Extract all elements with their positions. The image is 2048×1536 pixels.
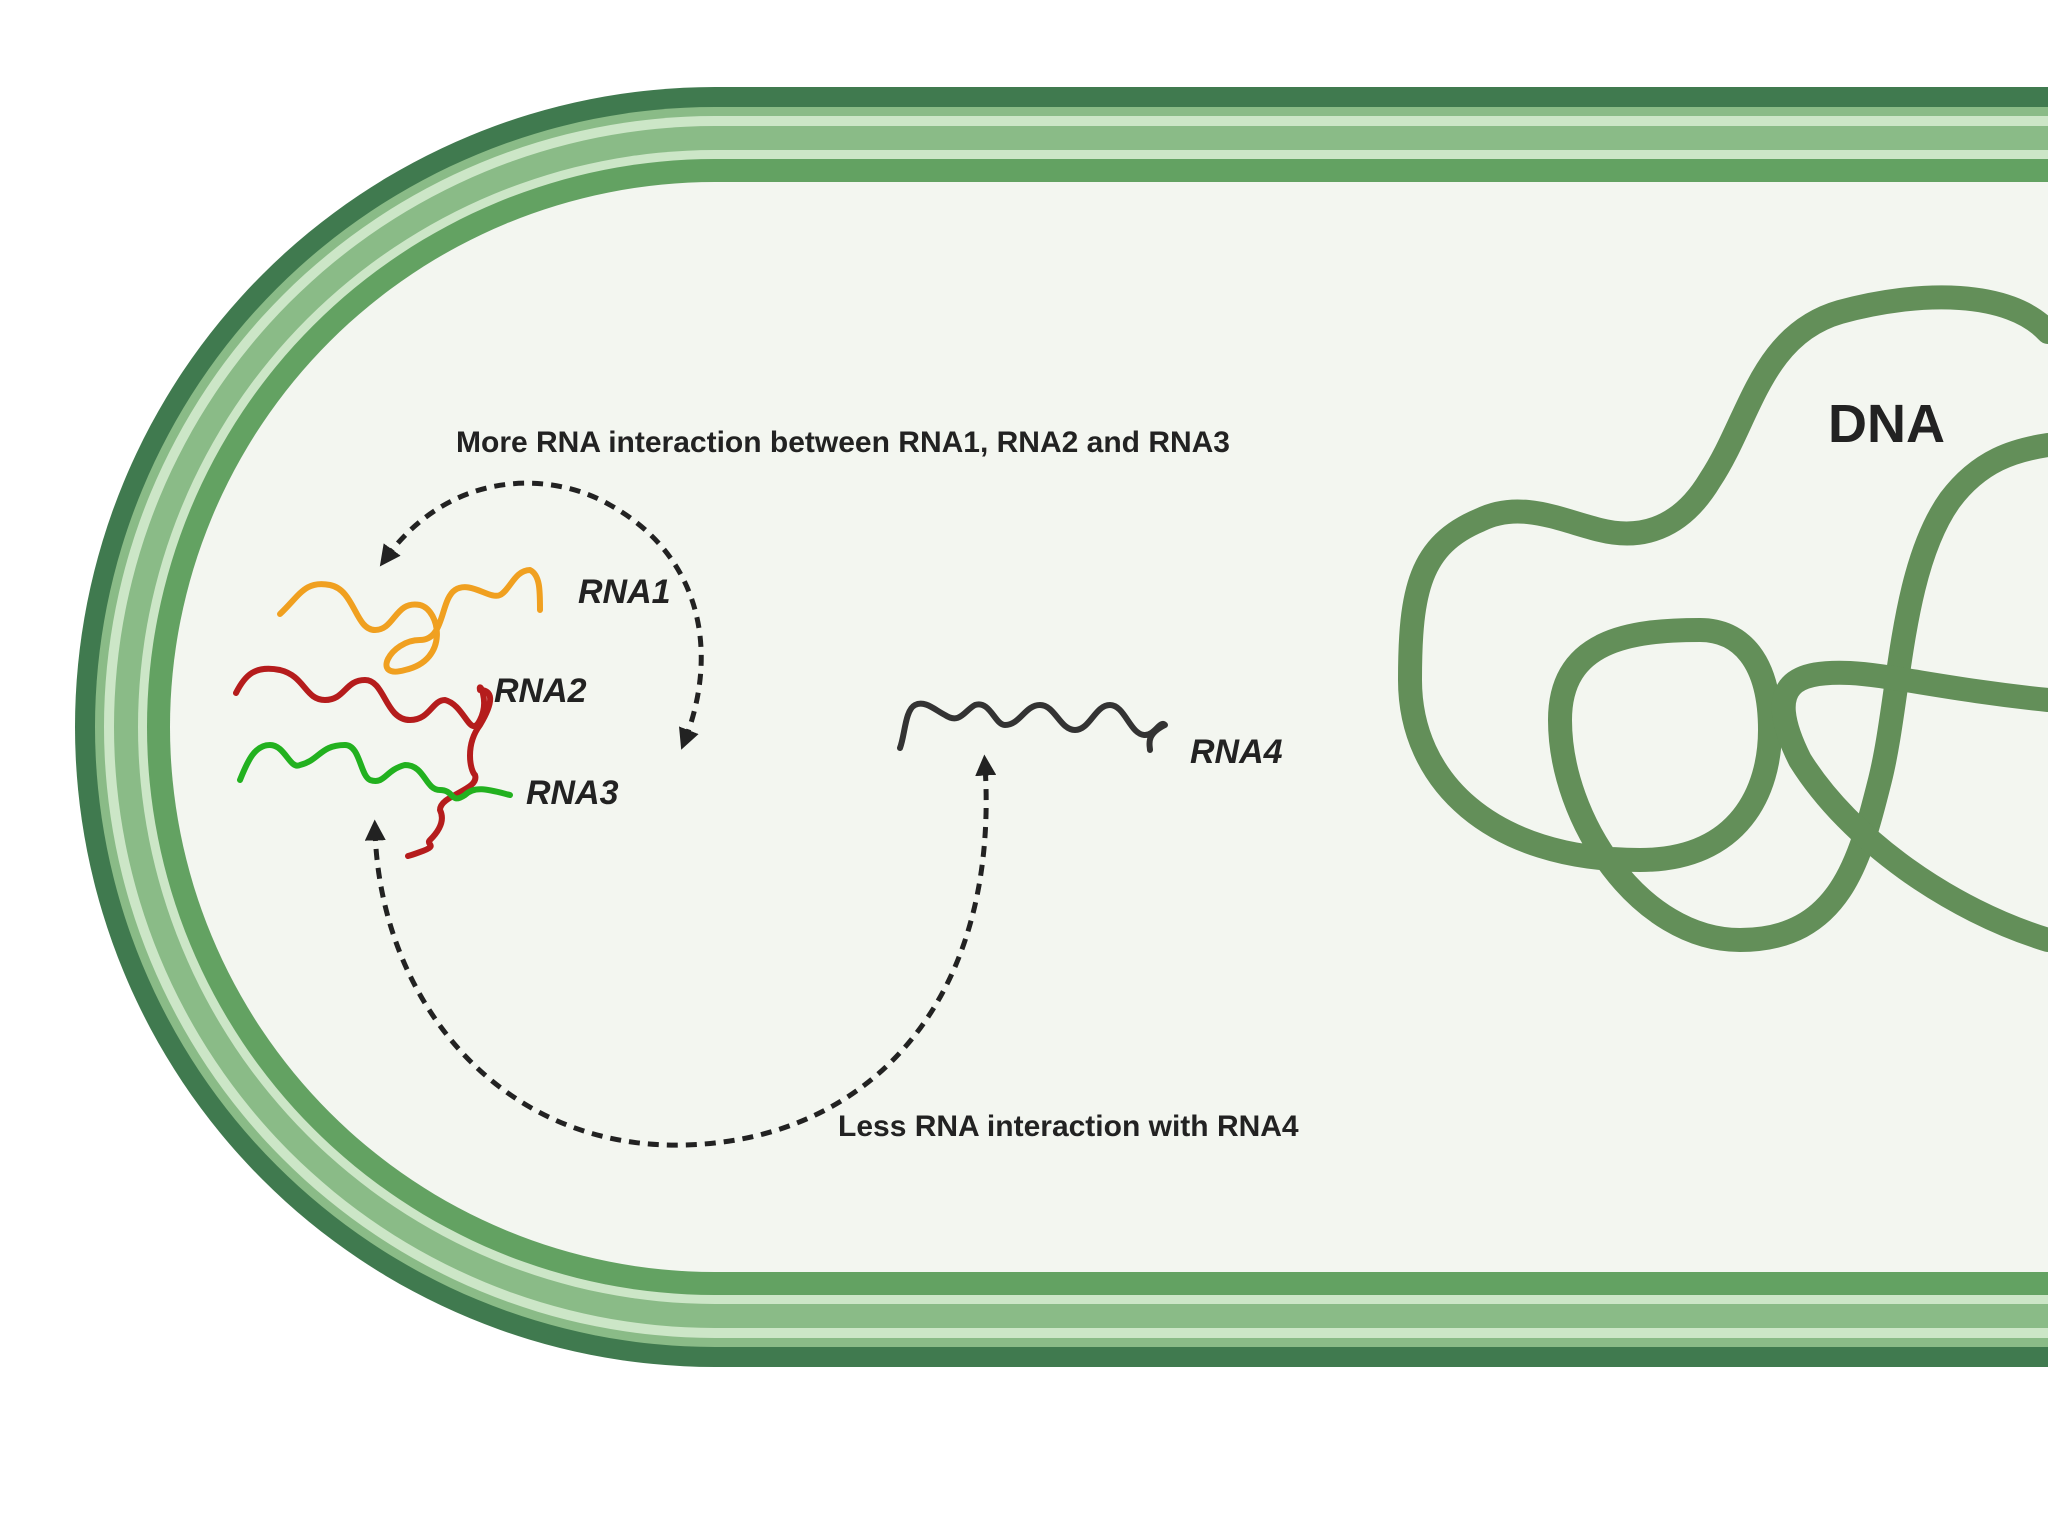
arrow-top-interaction (379, 480, 704, 750)
interaction-arrows (364, 480, 997, 1148)
rna4-strand (897, 700, 1168, 753)
top-interaction-note: More RNA interaction between RNA1, RNA2 … (456, 426, 1230, 459)
cytoplasm (170, 182, 2048, 1272)
dna-inner-loop (1771, 660, 2048, 952)
rna3-label: RNA3 (526, 774, 619, 812)
bottom-interaction-note: Less RNA interaction with RNA4 (838, 1110, 1299, 1143)
rna1-label: RNA1 (578, 573, 671, 611)
arrow-bottom-interaction (364, 754, 997, 1148)
rna2-label: RNA2 (494, 672, 587, 710)
dna-strand (1398, 285, 2048, 952)
dna-label: DNA (1828, 394, 1945, 454)
rna4-label: RNA4 (1190, 733, 1283, 771)
